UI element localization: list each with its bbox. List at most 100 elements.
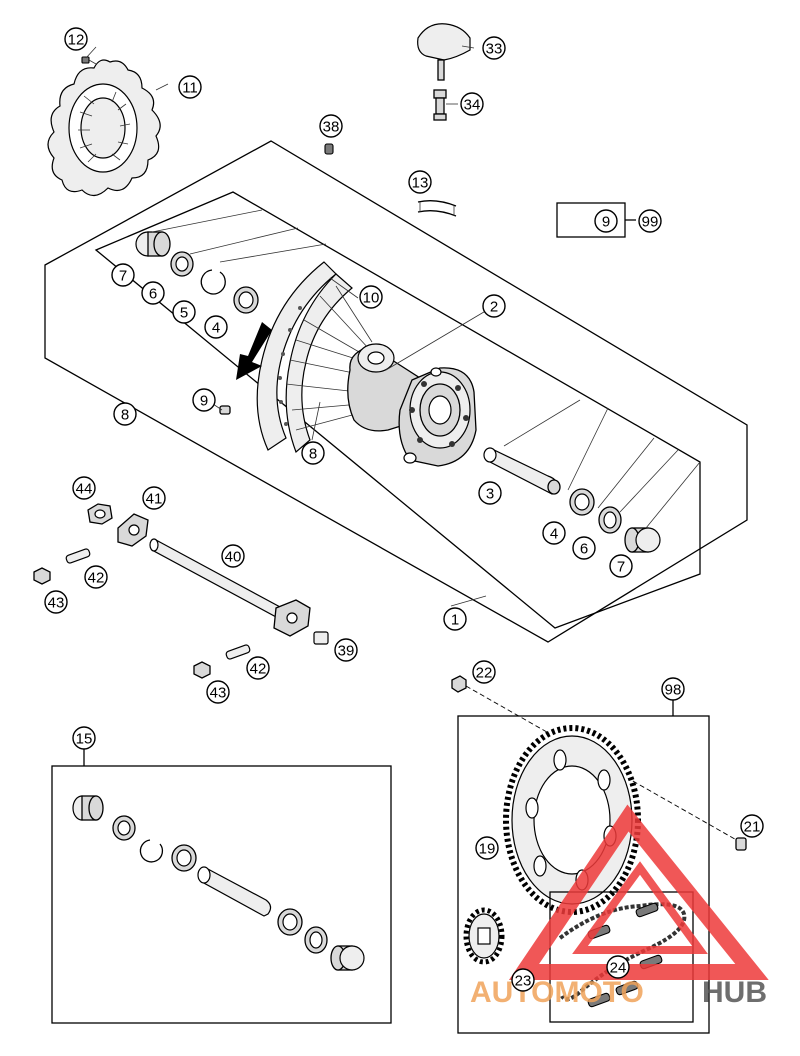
watermark-text-automoto: AUTOMOTO — [470, 976, 644, 1009]
callout-label: 6 — [580, 541, 588, 558]
callout-label: 9 — [200, 393, 208, 410]
callout-6: 6 — [141, 281, 165, 305]
callout-43: 43 — [206, 680, 230, 704]
brake-disc — [47, 59, 161, 197]
chain-adjuster-left — [117, 513, 149, 547]
callout-label: 24 — [610, 960, 627, 977]
callout-label: 11 — [182, 80, 198, 97]
callout-44: 44 — [72, 476, 96, 500]
callout-3: 3 — [478, 481, 502, 505]
callout-label: 2 — [490, 299, 498, 316]
callout-label: 15 — [76, 731, 93, 748]
callout-13: 13 — [408, 170, 432, 194]
callout-40: 40 — [221, 544, 245, 568]
rim-tape — [417, 200, 457, 217]
callout-label: 44 — [76, 481, 93, 498]
callout-6: 6 — [572, 536, 596, 560]
callout-22: 22 — [472, 660, 496, 684]
sprocket-kit-frame — [457, 700, 710, 1034]
front-sprocket — [463, 907, 505, 965]
callout-label: 6 — [149, 286, 157, 303]
shaft-seal-left — [170, 251, 194, 277]
callout-label: 39 — [338, 643, 355, 660]
callout-label: 9 — [602, 214, 610, 231]
callout-7: 7 — [111, 263, 135, 287]
callout-label: 34 — [464, 97, 481, 114]
callout-label: 98 — [665, 682, 682, 699]
callout-label: 13 — [412, 175, 429, 192]
callout-4: 4 — [542, 521, 566, 545]
wheel-assembly-inner-frame — [94, 191, 701, 629]
callout-21: 21 — [740, 814, 764, 838]
nut-43-bottom — [193, 661, 211, 679]
callout-label: 8 — [121, 407, 129, 424]
callout-23: 23 — [511, 968, 535, 992]
callout-label: 12 — [68, 32, 85, 49]
chain-adjuster-right — [273, 599, 311, 637]
rim-segment — [256, 261, 353, 454]
callout-label: 7 — [617, 559, 625, 576]
callout-label: 4 — [550, 526, 558, 543]
callout-98: 98 — [661, 677, 685, 701]
callout-39: 39 — [334, 638, 358, 662]
callout-label: 8 — [309, 446, 317, 463]
valve-nut — [433, 89, 447, 121]
callout-9: 9 — [192, 388, 216, 412]
callout-label: 99 — [642, 214, 659, 231]
disc-screw — [81, 56, 97, 65]
callout-label: 43 — [210, 685, 227, 702]
callout-label: 3 — [486, 486, 494, 503]
callout-8: 8 — [113, 402, 137, 426]
callout-layer: 1234456677889910111213151921222324333438… — [44, 27, 764, 992]
callout-5: 5 — [172, 300, 196, 324]
callout-7: 7 — [609, 554, 633, 578]
wheel-axle — [149, 538, 283, 619]
bearing-kit-parts — [72, 795, 365, 971]
callout-label: 21 — [744, 819, 761, 836]
spacer-right — [624, 527, 661, 553]
callout-label: 5 — [180, 305, 188, 322]
watermark-logo: AUTOMOTO HUB — [470, 804, 769, 1009]
callout-4: 4 — [204, 315, 228, 339]
callout-10: 10 — [359, 285, 383, 309]
spacer-left — [135, 231, 171, 257]
callout-label: 43 — [48, 595, 65, 612]
axle-nut-44 — [87, 503, 113, 525]
adjuster-bolt-42-bottom — [225, 644, 251, 660]
callout-12: 12 — [64, 27, 88, 51]
bearing-kit-frame — [51, 748, 392, 1024]
callout-label: 33 — [486, 41, 503, 58]
callout-33: 33 — [482, 36, 506, 60]
callout-42: 42 — [84, 565, 108, 589]
callout-label: 4 — [212, 320, 220, 337]
callout-label: 23 — [515, 973, 532, 990]
callout-label: 42 — [88, 570, 105, 587]
callout-label: 10 — [363, 290, 380, 307]
callout-24: 24 — [606, 955, 630, 979]
sprocket-bolt-21 — [735, 837, 747, 851]
callout-label: 1 — [451, 612, 459, 629]
callout-label: 22 — [476, 665, 493, 682]
chain-master-link — [615, 980, 639, 996]
callout-15: 15 — [72, 726, 96, 750]
axle-cap-39 — [313, 631, 329, 645]
callout-9: 9 — [594, 209, 618, 233]
callout-label: 38 — [323, 119, 340, 136]
callout-41: 41 — [142, 486, 166, 510]
shaft-seal-right — [598, 506, 622, 534]
wheel-assembly-outer-frame — [44, 140, 748, 643]
callout-label: 40 — [225, 549, 242, 566]
rear-hub — [347, 343, 477, 467]
rotation-direction-arrow-icon — [236, 322, 272, 380]
circlip — [200, 269, 226, 295]
adjuster-bolt-42-top — [65, 548, 91, 564]
spoke-nipple — [324, 143, 334, 155]
sprocket-bolt-22 — [451, 675, 741, 843]
callout-38: 38 — [319, 114, 343, 138]
callout-1: 1 — [443, 607, 467, 631]
callout-label: 19 — [479, 841, 496, 858]
grub-screw — [219, 405, 231, 415]
callout-19: 19 — [475, 836, 499, 860]
bearing-right — [569, 488, 595, 516]
